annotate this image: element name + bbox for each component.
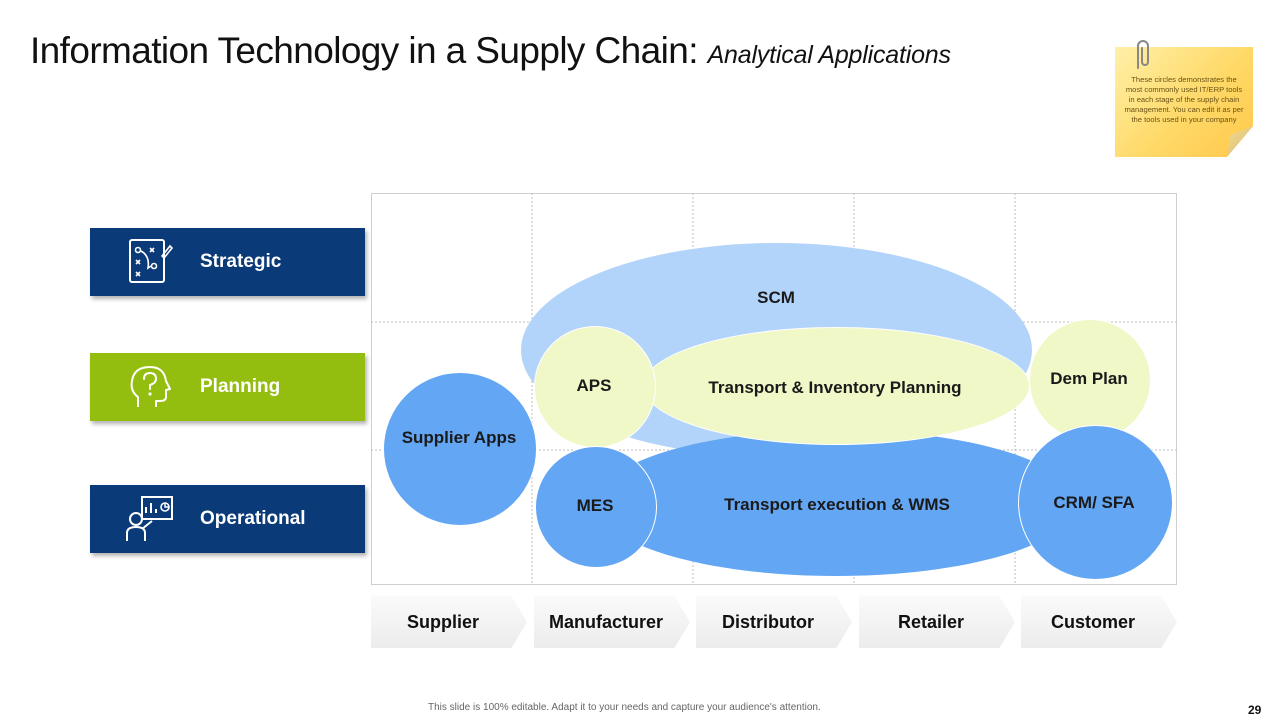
category-label: Planning — [200, 376, 281, 397]
stage-label: Customer — [1050, 611, 1135, 632]
head-question-icon — [130, 366, 171, 407]
dem-plan-circle — [1029, 319, 1151, 441]
crm-label: CRM/ SFA — [1053, 493, 1135, 512]
paperclip-icon — [1137, 40, 1149, 69]
supplier-apps-circle — [383, 372, 537, 526]
transport-execution-ellipse — [596, 430, 1076, 576]
category-operational: Operational — [90, 485, 365, 553]
title-main: Information Technology in a Supply Chain… — [30, 30, 698, 71]
sticky-note-text: These circles demonstrates the most comm… — [1124, 75, 1244, 124]
scm-label: SCM — [757, 288, 795, 307]
category-planning: Planning — [90, 353, 365, 421]
slide-title: Information Technology in a Supply Chain… — [30, 30, 951, 72]
stage-retailer: Retailer — [859, 596, 1015, 648]
stage-distributor: Distributor — [696, 596, 852, 648]
aps-circle — [534, 326, 656, 448]
category-label: Strategic — [200, 251, 282, 272]
stage-label: Retailer — [897, 611, 965, 632]
stage-customer: Customer — [1021, 596, 1177, 648]
stage-label: Distributor — [722, 611, 814, 632]
footer-text: This slide is 100% editable. Adapt it to… — [428, 702, 821, 713]
stage-label: Manufacturer — [548, 611, 664, 632]
aps-label: APS — [576, 376, 612, 395]
stage-label: Supplier — [406, 611, 479, 632]
page-number: 29 — [1248, 703, 1262, 717]
category-strategic: Strategic — [90, 228, 365, 296]
transport-inventory-label: Transport & Inventory Planning — [708, 378, 962, 397]
crm-circle — [1018, 425, 1173, 580]
title-subtitle: Analytical Applications — [707, 41, 951, 69]
mes-circle — [535, 446, 657, 568]
presenter-chart-icon — [126, 496, 173, 541]
category-label: Operational — [200, 508, 306, 529]
dem-plan-label: Dem Plan — [1050, 369, 1128, 388]
supplier-apps-label: Supplier Apps — [401, 428, 517, 447]
transport-execution-label: Transport execution & WMS — [724, 495, 950, 514]
stage-manufacturer: Manufacturer — [534, 596, 690, 648]
strategy-board-icon — [129, 239, 174, 283]
mes-label: MES — [576, 496, 614, 515]
stage-supplier: Supplier — [371, 596, 527, 648]
